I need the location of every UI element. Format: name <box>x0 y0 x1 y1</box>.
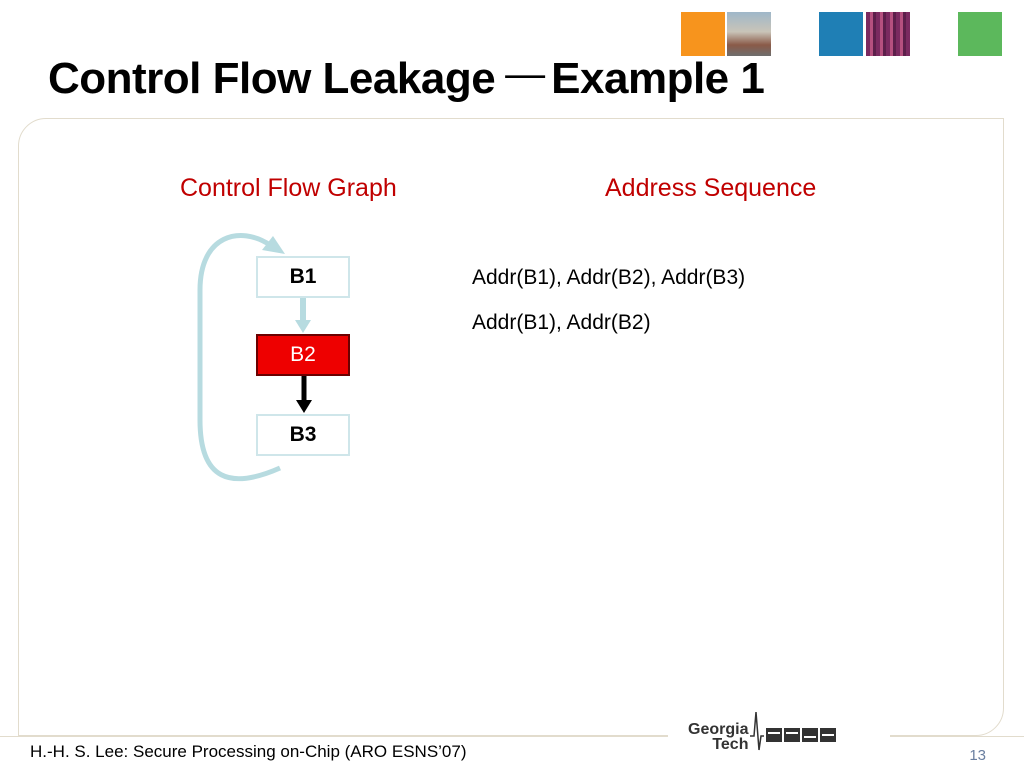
loop-back-arrowhead <box>262 236 285 254</box>
block-b2: B2 <box>256 334 350 376</box>
chip-photo-tile <box>866 12 910 56</box>
green-tile <box>958 12 1002 56</box>
graph-heading: Control Flow Graph <box>180 174 397 202</box>
campus-photo-tile <box>727 12 771 56</box>
header-image-strip <box>0 12 1024 58</box>
orange-tile <box>681 12 725 56</box>
sequence-heading: Address Sequence <box>605 174 817 202</box>
edge-b2-b3-arrowhead <box>296 400 312 413</box>
georgia-tech-mars-logo: Georgia Tech <box>668 706 890 758</box>
loop-back-edge <box>197 233 282 482</box>
content-panel <box>18 118 1004 736</box>
block-b1: B1 <box>256 256 350 298</box>
footer-divider <box>0 736 1024 737</box>
block-b3: B3 <box>256 414 350 456</box>
blue-tile <box>819 12 863 56</box>
edge-b1-b2-arrowhead <box>295 320 311 333</box>
address-sequence-line-1: Addr(B1), Addr(B2), Addr(B3) <box>472 266 746 289</box>
logo-text-tech: Tech <box>712 736 749 753</box>
title-dash: — <box>505 52 545 96</box>
logo-text-georgia: Georgia <box>688 721 749 738</box>
mars-logo-mark <box>750 711 836 751</box>
title-main: Control Flow Leakage <box>48 54 496 103</box>
title-tail: Example 1 <box>551 54 765 103</box>
georgia-tech-wordmark: Georgia Tech <box>688 721 749 753</box>
address-sequence-line-2: Addr(B1), Addr(B2) <box>472 311 651 334</box>
page-number: 13 <box>969 747 986 764</box>
footer-citation: H.-H. S. Lee: Secure Processing on-Chip … <box>30 742 467 761</box>
slide-title: Control Flow Leakage—Example 1 <box>48 52 765 104</box>
